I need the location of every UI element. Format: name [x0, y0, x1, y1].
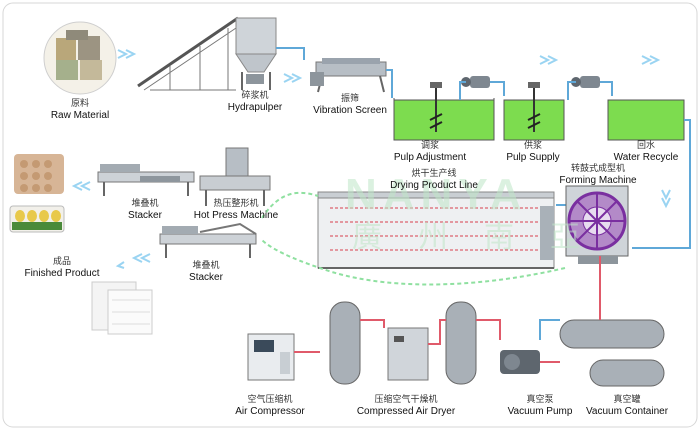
stacker-bottom-icon — [159, 222, 257, 258]
vacuum-pipe — [540, 256, 601, 363]
fruit-tray-product-icon — [91, 281, 153, 335]
finished-product-zh: 成品 — [52, 257, 72, 267]
forming-machine-label: 转鼓式成型机 Forming Machine — [559, 163, 636, 187]
air-compressor-zh: 空气压缩机 — [247, 395, 293, 405]
vacuum-pump-zh: 真空泵 — [526, 395, 554, 405]
air-compressor-label: 空气压缩机 Air Compressor — [235, 394, 304, 418]
flow-arrow-icon — [539, 55, 661, 65]
flow-arrow-icon — [71, 181, 151, 269]
pipe — [539, 319, 560, 340]
watermark-logo: NANYA — [345, 170, 528, 219]
air-compressor-en: Air Compressor — [235, 406, 305, 417]
hot-press-label: 热压整形机 Hot Press Machine — [194, 198, 278, 222]
stacker-bottom-label: 堆叠机 Stacker — [189, 260, 223, 284]
hot-press-en: Hot Press Machine — [193, 210, 279, 221]
vibration-screen-en: Vibration Screen — [313, 105, 387, 116]
water-recycle-en: Water Recycle — [613, 152, 679, 163]
stacker-top-icon — [97, 164, 195, 196]
vacuum-container-zh: 真空罐 — [613, 395, 641, 405]
raw-material-zh: 原料 — [70, 99, 90, 109]
pulp-supply-zh: 供浆 — [523, 141, 542, 151]
stacker-top-en: Stacker — [128, 210, 162, 221]
raw-material-en: Raw Material — [50, 110, 110, 121]
air-dryer-icon — [387, 327, 429, 381]
forming-machine-zh: 转鼓式成型机 — [570, 164, 626, 174]
air-dryer-en: Compressed Air Dryer — [356, 406, 456, 417]
pulp-supply-label: 供浆 Pulp Supply — [506, 140, 559, 164]
egg-box-product-icon — [9, 205, 65, 233]
forming-machine-icon — [565, 185, 629, 264]
flow-arrow-icon — [661, 189, 671, 209]
air-tank-icon — [329, 301, 477, 385]
hydrapulper-label: 碎浆机 Hydrapulper — [228, 90, 282, 114]
drying-line-en: Drying Product Line — [390, 180, 478, 191]
vibration-screen-label: 振筛 Vibration Screen — [313, 93, 387, 117]
drying-line-zh: 烘干生产线 — [411, 169, 457, 179]
finished-product-label: 成品 Finished Product — [24, 256, 99, 280]
pipe — [276, 47, 305, 60]
conveyor-icon — [137, 16, 243, 91]
pulp-supply-en: Pulp Supply — [506, 152, 560, 163]
flow-arrow-icon — [117, 49, 137, 59]
pipe — [386, 69, 393, 98]
pulp-supply-tank-icon — [503, 82, 565, 141]
stacker-top-zh: 堆叠机 — [131, 199, 159, 209]
pipe — [459, 81, 505, 100]
pulp-adjustment-label: 调浆 Pulp Adjustment — [394, 140, 466, 164]
pulp-adjustment-zh: 调浆 — [420, 141, 440, 151]
vibration-screen-zh: 振筛 — [340, 94, 359, 104]
hydrapulper-zh: 碎浆机 — [241, 91, 269, 101]
stacker-top-label: 堆叠机 Stacker — [128, 198, 162, 222]
vacuum-pump-icon — [500, 350, 540, 374]
hydrapulper-en: Hydrapulper — [227, 102, 283, 113]
vacuum-pump-label: 真空泵 Vacuum Pump — [508, 394, 573, 418]
flow-line — [261, 191, 319, 219]
finished-product-en: Finished Product — [24, 268, 100, 279]
hydrapulper-icon — [235, 17, 277, 90]
forming-machine-en: Forming Machine — [559, 175, 637, 186]
vacuum-container-icon — [559, 319, 665, 387]
air-dryer-zh: 压缩空气干燥机 — [374, 395, 438, 405]
vacuum-container-en: Vacuum Container — [585, 406, 669, 417]
stacker-bottom-zh: 堆叠机 — [192, 261, 220, 271]
vibration-screen-icon — [310, 58, 387, 93]
stacker-bottom-en: Stacker — [189, 272, 223, 283]
vacuum-container-label: 真空罐 Vacuum Container — [586, 394, 668, 418]
flow-arrow-icon — [283, 73, 303, 83]
pulp-adjustment-en: Pulp Adjustment — [393, 152, 467, 163]
water-recycle-tank-icon — [607, 99, 685, 141]
pipe — [567, 81, 613, 100]
egg-tray-product-icon — [14, 154, 64, 194]
air-compressor-icon — [247, 333, 295, 381]
water-recycle-zh: 回水 — [636, 141, 655, 151]
raw-material-icon — [43, 21, 117, 95]
drying-line-label: 烘干生产线 Drying Product Line — [390, 168, 478, 192]
pulp-adjustment-tank-icon — [393, 82, 495, 141]
raw-material-label: 原料 Raw Material — [51, 98, 109, 122]
watermark-logo-zh: 廣州南亞 — [352, 220, 616, 255]
water-recycle-label: 回水 Water Recycle — [614, 140, 679, 164]
return-pipe — [632, 119, 691, 249]
air-pipe — [360, 319, 501, 345]
air-dryer-label: 压缩空气干燥机 Compressed Air Dryer — [357, 394, 455, 418]
hot-press-zh: 热压整形机 — [213, 199, 259, 209]
hot-press-machine-icon — [199, 147, 271, 206]
vacuum-pump-en: Vacuum Pump — [507, 406, 573, 417]
